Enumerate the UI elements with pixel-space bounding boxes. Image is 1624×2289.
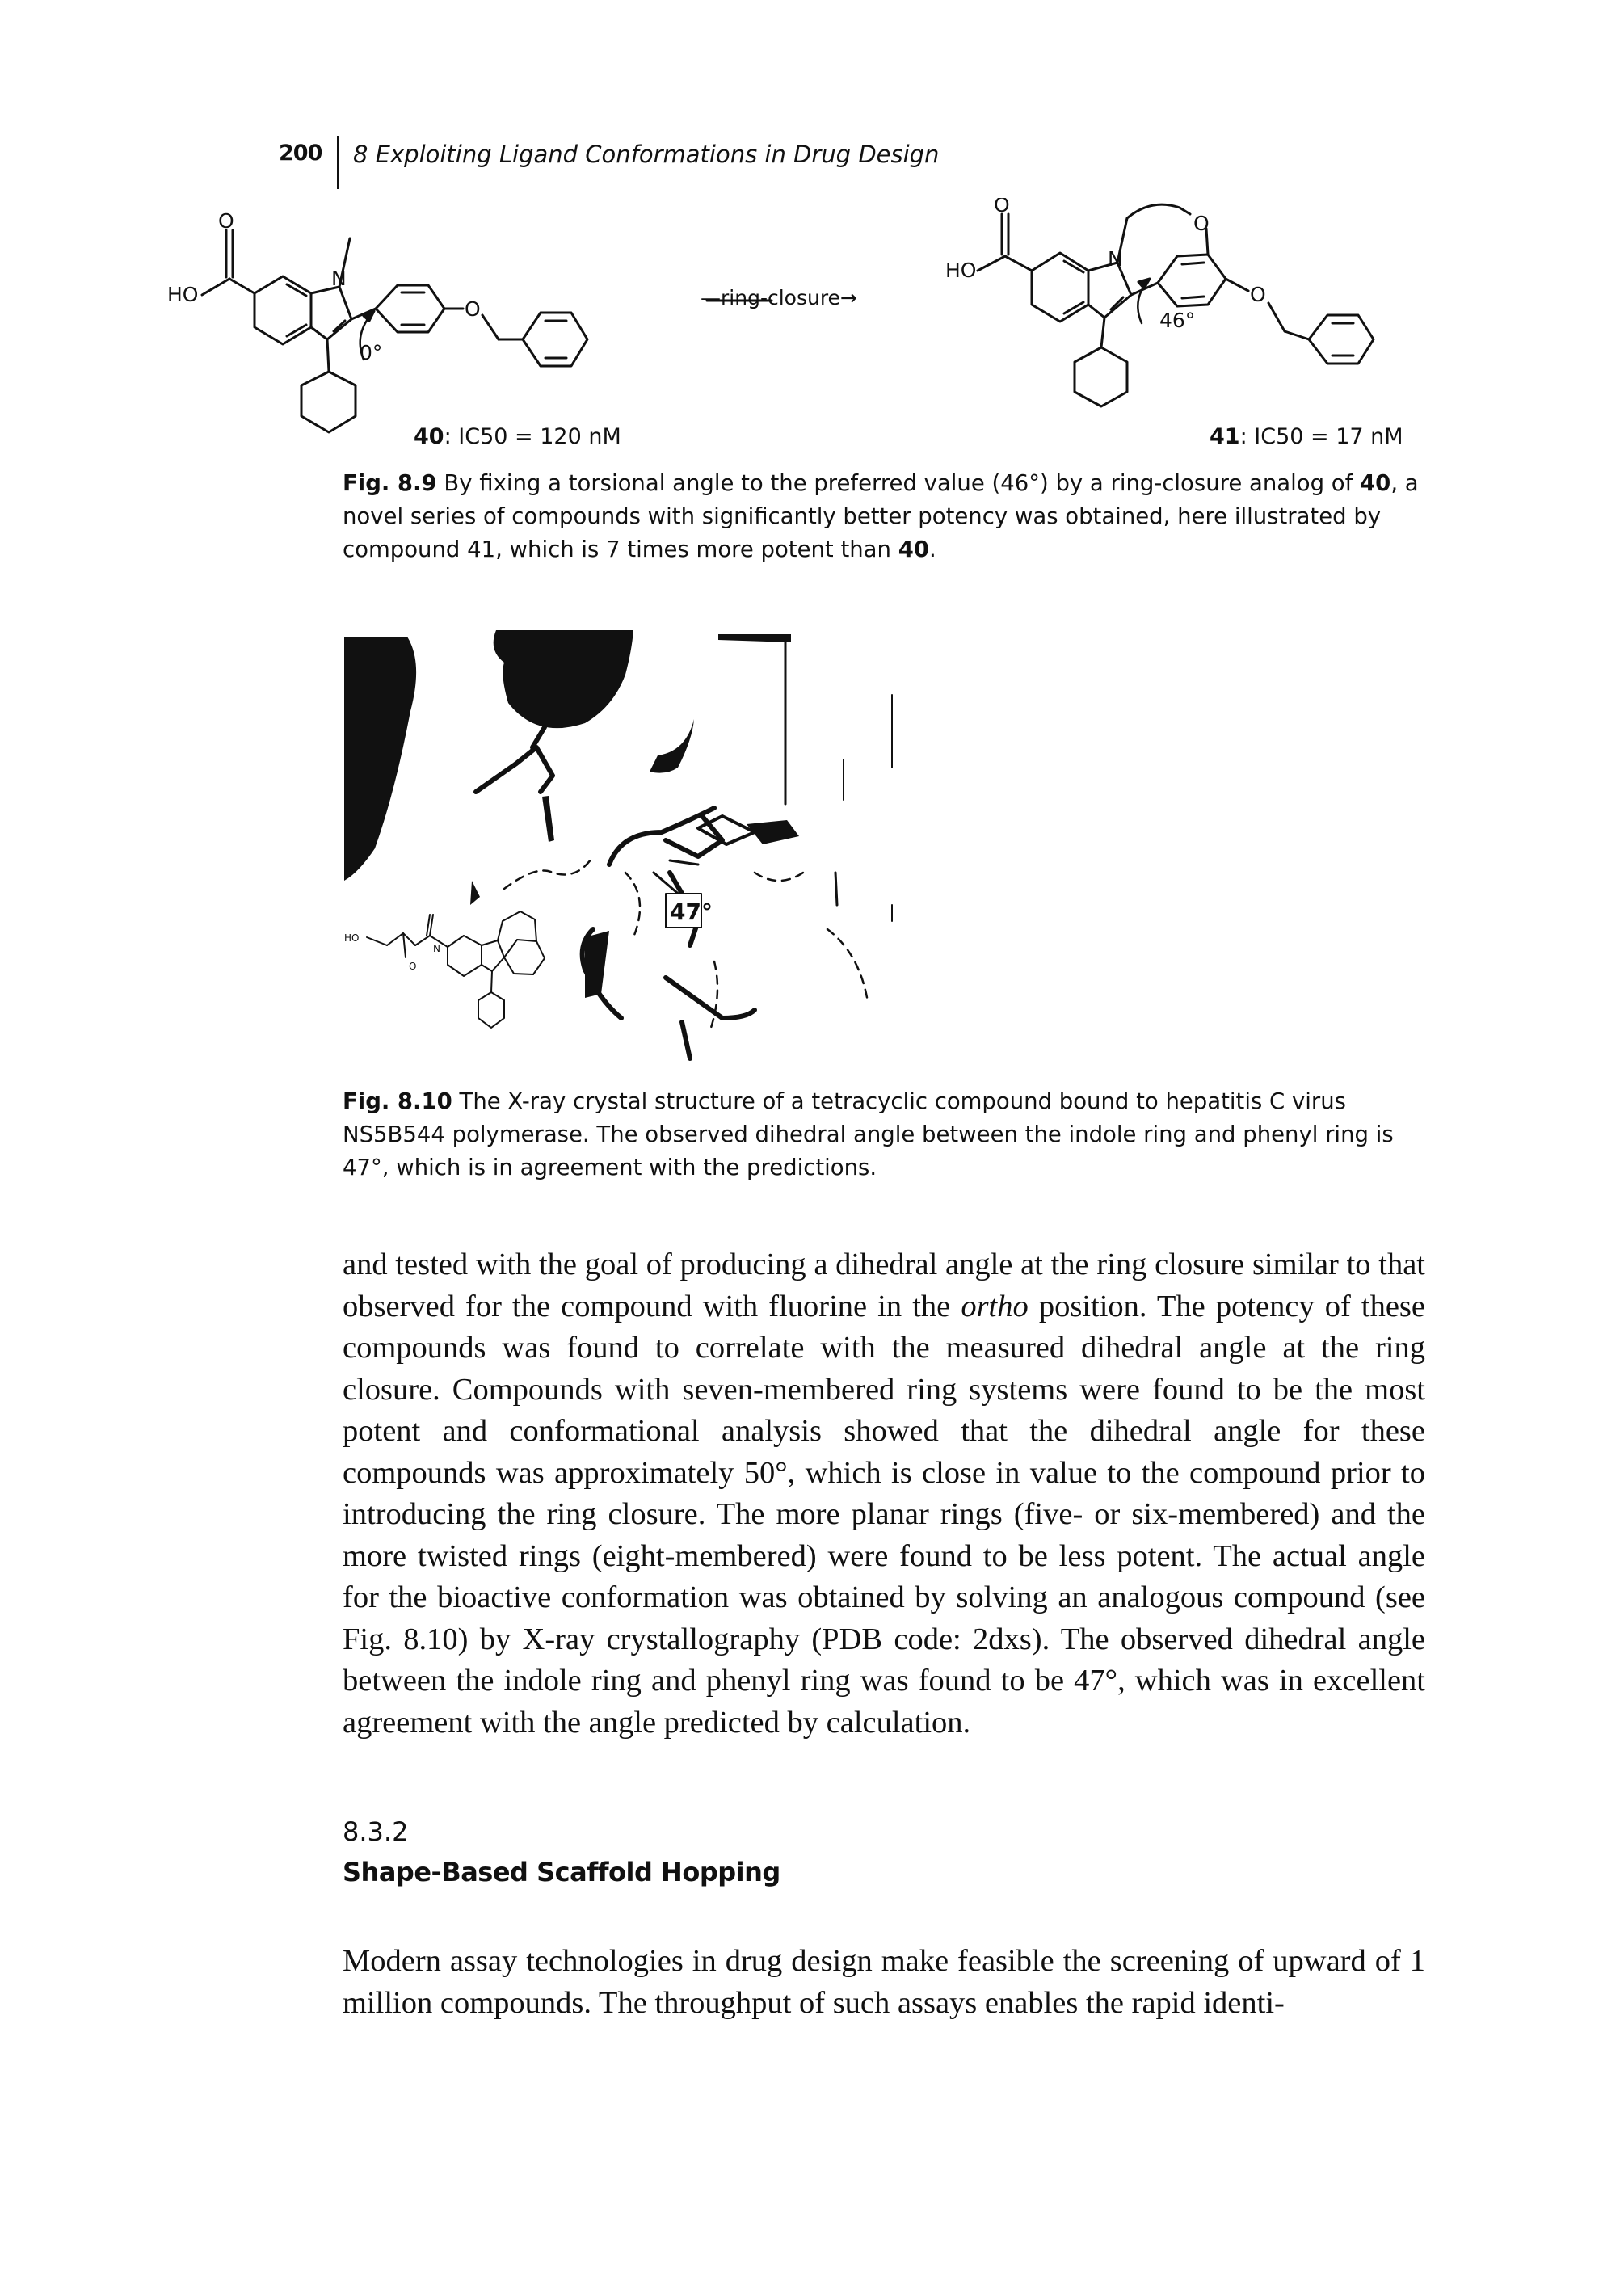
running-header: 200 8 Exploiting Ligand Conformations in… [279, 136, 1006, 189]
caption-8-9-text-3: . [928, 536, 936, 562]
header-rule [337, 136, 339, 189]
atom-o-41c: O [1250, 283, 1266, 306]
atom-n-41: N [1108, 247, 1123, 271]
compound-41-structure [976, 203, 1375, 408]
compound-41-number: 41 [1210, 424, 1240, 449]
caption-8-9-text-2: , a novel series of compounds with signi… [343, 470, 1419, 562]
figure-8-9: O HO N O O HO N O O 0° 46° —ring-closure… [158, 198, 1418, 461]
compound-40-structure [200, 229, 589, 434]
paragraph-1-italic: ortho [961, 1289, 1029, 1323]
paragraph-1-part-b: position. The potency of these compounds… [343, 1289, 1426, 1740]
angle-label-40: 0° [360, 341, 382, 364]
caption-8-10-text: The X-ray crystal structure of a tetracy… [343, 1088, 1394, 1180]
figure-8-10-caption: Fig. 8.10 The X-ray crystal structure of… [343, 1085, 1425, 1184]
caption-8-9-text-1: By fixing a torsional angle to the prefe… [436, 470, 1361, 496]
figure-8-9-drawing: O HO N O O HO N O O 0° 46° —ring-closure… [167, 198, 1375, 434]
atom-ho-41: HO [945, 259, 976, 282]
inset-chemical-structure [366, 911, 545, 1029]
atom-o-40a: O [218, 209, 234, 233]
figure-8-9-label: Fig. 8.9 [343, 470, 437, 496]
inset-atom-ho: HO [344, 932, 359, 944]
body-paragraph-2: Modern assay technologies in drug design… [343, 1944, 1425, 2020]
caption-8-9-num-1: 40 [1360, 470, 1391, 496]
angle-label-41: 46° [1159, 309, 1195, 332]
figure-8-10-label: Fig. 8.10 [343, 1088, 452, 1114]
inset-atom-o: O [409, 961, 416, 972]
compound-41-activity: : IC50 = 17 nM [1239, 424, 1403, 449]
compound-40-label: 40: IC50 = 120 nM [414, 424, 621, 449]
compound-40-activity: : IC50 = 120 nM [444, 424, 621, 449]
paragraph-1-part-a: and tested with the goal of producing a … [343, 1248, 1425, 1323]
inset-atom-n: N [433, 943, 440, 954]
section-title: Shape-Based Scaffold Hopping [343, 1857, 780, 1887]
compound-41-label: 41: IC50 = 17 nM [1210, 424, 1403, 449]
atom-o-41a: O [994, 198, 1010, 217]
atom-o-40b: O [465, 297, 481, 321]
body-paragraph-1: and tested with the goal of producing a … [343, 1244, 1425, 1744]
atom-o-41b: O [1193, 212, 1210, 235]
figure-8-10: 47° HO O N [342, 630, 1070, 1067]
compound-40-number: 40 [414, 424, 444, 449]
dihedral-angle-label: 47° [670, 898, 713, 925]
section-number: 8.3.2 [343, 1816, 409, 1847]
atom-n-40: N [331, 267, 347, 290]
atom-ho-40: HO [167, 283, 198, 306]
running-title: 8 Exploiting Ligand Conformations in Dru… [353, 141, 940, 168]
caption-8-9-num-2: 40 [898, 536, 929, 562]
figure-8-9-caption: Fig. 8.9 By fixing a torsional angle to … [343, 467, 1425, 566]
page-number: 200 [279, 141, 322, 166]
xray-structure-image: 47° HO O N [342, 630, 893, 1061]
ring-closure-label: —ring-closure→ [701, 286, 857, 309]
